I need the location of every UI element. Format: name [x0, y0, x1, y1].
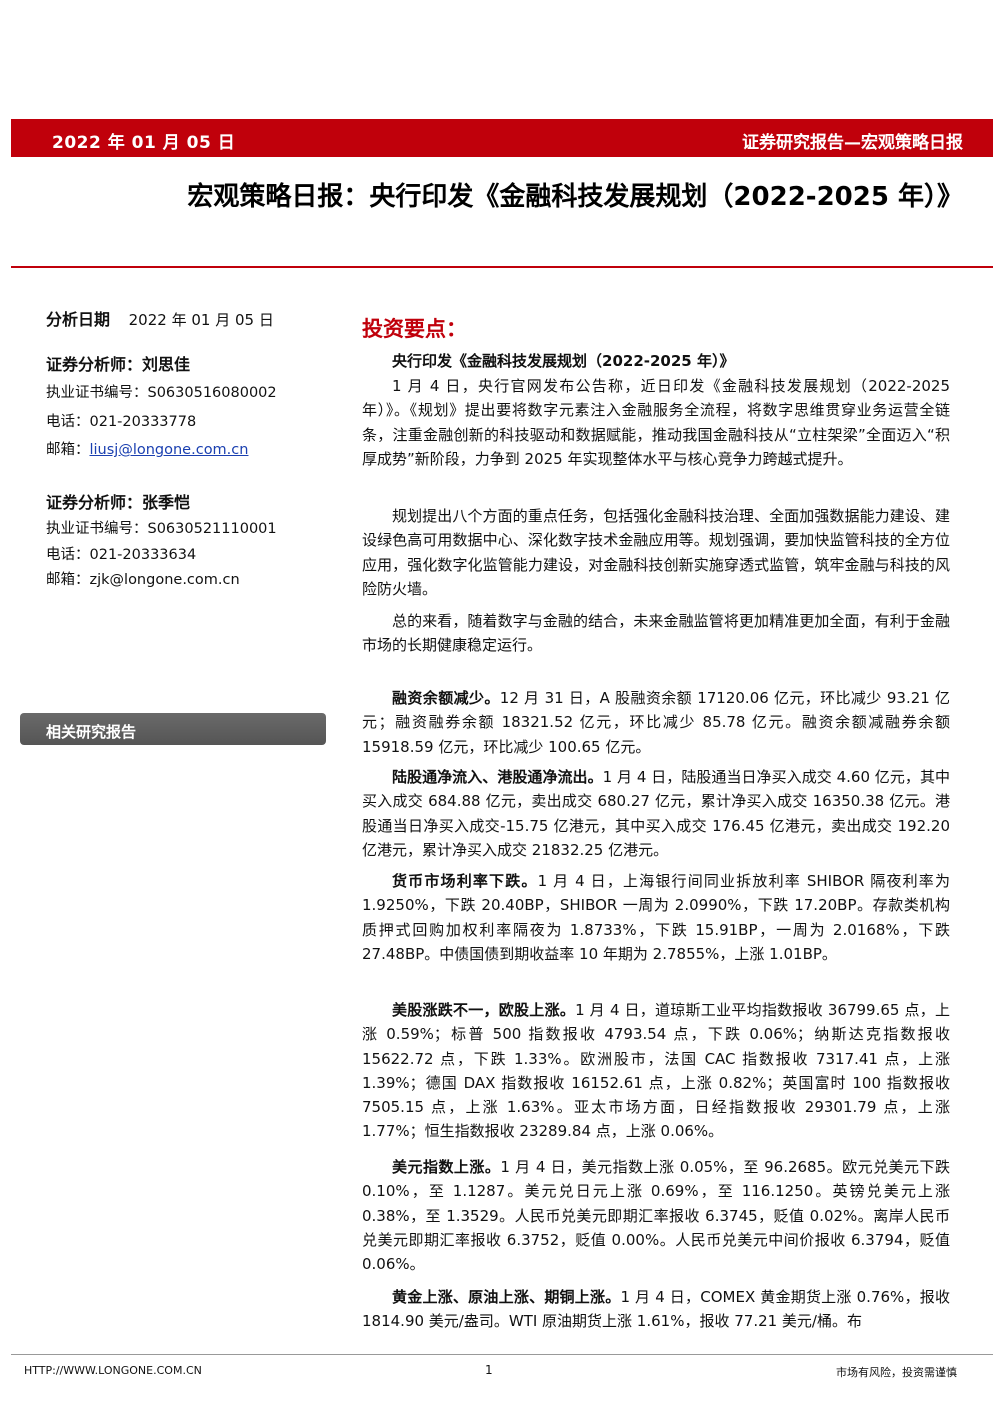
- footer-divider: [11, 1354, 993, 1355]
- paragraph-lead: 美股涨跌不一，欧股上涨。: [392, 1001, 576, 1019]
- analysis-date: 分析日期 2022 年 01 月 05 日: [46, 306, 274, 330]
- paragraph-lead: 央行印发《金融科技发展规划（2022-2025 年）》: [392, 352, 735, 370]
- paragraph-text: 1 月 4 日，上海银行间同业拆放利率 SHIBOR 隔夜利率为 1.9250%…: [362, 872, 950, 963]
- phone-number: 021-20333778: [89, 414, 197, 430]
- analysis-date-value: 2022 年 01 月 05 日: [128, 311, 274, 329]
- analyst-2-email: 邮箱：zjk@longone.com.cn: [46, 568, 240, 589]
- paragraph: 总的来看，随着数字与金融的结合，未来金融监管将更加精准更加全面，有利于金融市场的…: [362, 609, 950, 658]
- paragraph-text: 规划提出八个方面的重点任务，包括强化金融科技治理、全面加强数据能力建设、建设绿色…: [362, 507, 950, 598]
- page-number: 1: [485, 1363, 493, 1377]
- paragraph: 1 月 4 日，央行官网发布公告称，近日印发《金融科技发展规划（2022-202…: [362, 374, 950, 471]
- analyst-2-phone: 电话：021-20333634: [46, 543, 196, 564]
- paragraph-lead: 陆股通净流入、港股通净流出。: [392, 768, 603, 786]
- report-series: 证券研究报告—宏观策略日报: [742, 133, 963, 153]
- email-text: zjk@longone.com.cn: [89, 572, 240, 588]
- paragraph-text: 1 月 4 日，道琼斯工业平均指数报收 36799.65 点，上涨 0.59%；…: [362, 1001, 950, 1141]
- phone-number: 021-20333634: [89, 547, 197, 563]
- paragraph: 货币市场利率下跌。1 月 4 日，上海银行间同业拆放利率 SHIBOR 隔夜利率…: [362, 869, 950, 966]
- email-link[interactable]: liusj@longone.com.cn: [89, 442, 249, 458]
- related-reports-bar: [20, 713, 326, 745]
- paragraph: 美元指数上涨。1 月 4 日，美元指数上涨 0.05%，至 96.2685。欧元…: [362, 1155, 950, 1276]
- analyst-1-phone: 电话：021-20333778: [46, 410, 196, 431]
- paragraph-text: 1 月 4 日，陆股通当日净买入成交 4.60 亿元，其中买入成交 684.88…: [362, 768, 950, 859]
- analyst-1-cert: 执业证书编号：S0630516080002: [46, 381, 277, 402]
- paragraph-lead: 美元指数上涨。: [392, 1158, 501, 1176]
- cert-label: 执业证书编号：: [46, 521, 148, 537]
- paragraph-lead: 融资余额减少。: [392, 689, 500, 707]
- cert-number: S0630516080002: [147, 385, 277, 401]
- analyst-2-cert: 执业证书编号：S0630521110001: [46, 517, 277, 538]
- cert-label: 执业证书编号：: [46, 385, 148, 401]
- phone-label: 电话：: [46, 414, 90, 430]
- header-band: [11, 119, 993, 157]
- analyst-2-name: 证券分析师：张季恺: [46, 493, 191, 512]
- paragraph: 陆股通净流入、港股通净流出。1 月 4 日，陆股通当日净买入成交 4.60 亿元…: [362, 765, 950, 862]
- paragraph-text: 1 月 4 日，COMEX 黄金期货上涨 0.76%，报收 1814.90 美元…: [362, 1288, 950, 1331]
- email-label: 邮箱：: [46, 572, 90, 588]
- paragraph-text: 总的来看，随着数字与金融的结合，未来金融监管将更加精准更加全面，有利于金融市场的…: [362, 612, 950, 655]
- paragraph-text: 1 月 4 日，央行官网发布公告称，近日印发《金融科技发展规划（2022-202…: [362, 377, 950, 468]
- footer-url[interactable]: HTTP://WWW.LONGONE.COM.CN: [24, 1364, 202, 1377]
- paragraph: 规划提出八个方面的重点任务，包括强化金融科技治理、全面加强数据能力建设、建设绿色…: [362, 504, 950, 601]
- analysis-date-label: 分析日期: [46, 310, 111, 329]
- report-date: 2022 年 01 月 05 日: [52, 133, 236, 153]
- paragraph: 黄金上涨、原油上涨、期铜上涨。1 月 4 日，COMEX 黄金期货上涨 0.76…: [362, 1285, 950, 1334]
- paragraph: 融资余额减少。12 月 31 日，A 股融资余额 17120.06 亿元，环比减…: [362, 686, 950, 759]
- cert-number: S0630521110001: [147, 521, 277, 537]
- phone-label: 电话：: [46, 547, 90, 563]
- analyst-1-email: 邮箱：liusj@longone.com.cn: [46, 438, 248, 459]
- title-divider: [11, 266, 993, 268]
- paragraph-lead: 黄金上涨、原油上涨、期铜上涨。: [392, 1288, 621, 1306]
- report-title: 宏观策略日报：央行印发《金融科技发展规划（2022-2025 年）》: [187, 182, 963, 212]
- paragraph-lead: 货币市场利率下跌。: [392, 872, 538, 890]
- related-reports-label: 相关研究报告: [46, 723, 137, 741]
- paragraph: 央行印发《金融科技发展规划（2022-2025 年）》: [362, 349, 950, 373]
- risk-disclaimer: 市场有风险，投资需谨慎: [836, 1366, 957, 1379]
- section-heading: 投资要点：: [362, 317, 467, 341]
- paragraph-text: 12 月 31 日，A 股融资余额 17120.06 亿元，环比减少 93.21…: [362, 689, 950, 756]
- analyst-1-name: 证券分析师：刘思佳: [46, 355, 191, 374]
- paragraph: 美股涨跌不一，欧股上涨。1 月 4 日，道琼斯工业平均指数报收 36799.65…: [362, 998, 950, 1144]
- paragraph-text: 1 月 4 日，美元指数上涨 0.05%，至 96.2685。欧元兑美元下跌 0…: [362, 1158, 950, 1274]
- email-label: 邮箱：: [46, 442, 90, 458]
